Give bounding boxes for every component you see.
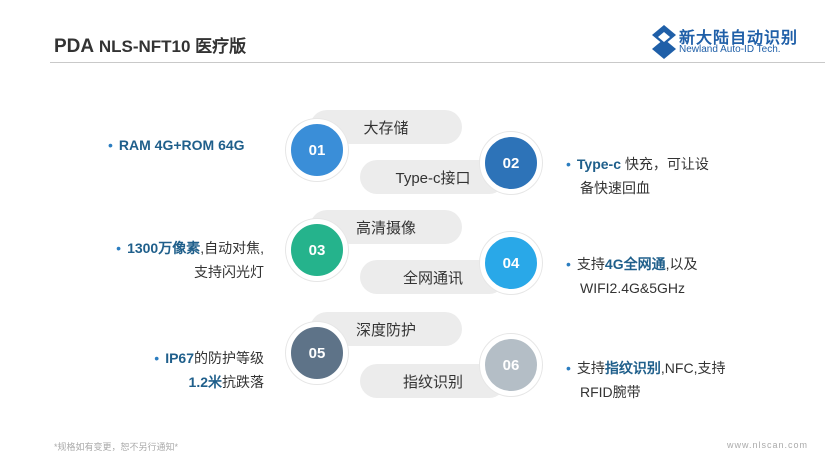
number-circle-02: 02 (480, 132, 542, 194)
number-circle-03: 03 (286, 219, 348, 281)
bullet-icon: • (108, 137, 113, 153)
pill-label: 全网通讯 (402, 269, 463, 287)
pill-label: 指纹识别 (402, 373, 463, 391)
feature-fingerprint: • 支持指纹识别,NFC,支持 RFID腕带 (566, 356, 725, 404)
newland-logo: 新大陆自动识别 Newland Auto-ID Tech. (652, 22, 812, 62)
pill-item-01: 大存储 (310, 110, 462, 144)
circle-number: 06 (502, 356, 520, 374)
feature-text-line2: 支持闪光灯 (194, 264, 264, 280)
feature-text-line2: 备快速回血 (580, 180, 650, 196)
newland-logo-icon (652, 25, 676, 59)
logo-cn-text: 新大陆自动识别 (679, 30, 799, 47)
feature-bold: Type-c (576, 156, 621, 172)
bullet-icon: • (154, 350, 160, 366)
feature-text: 抗跌落 (222, 374, 264, 390)
feature-network: • 支持4G全网通,以及 WIFI2.4G&5GHz (566, 252, 697, 300)
feature-text: ,自动对焦, (200, 240, 264, 256)
feature-bold: IP67 (165, 350, 194, 366)
circle-number: 03 (308, 241, 326, 259)
circle-number: 01 (308, 141, 326, 159)
header-divider (50, 62, 825, 63)
feature-text: ,NFC,支持 (660, 360, 726, 376)
feature-bold: RAM 4G+ROM 64G (118, 137, 245, 153)
feature-bold: 指纹识别 (604, 360, 661, 376)
number-circle-05: 05 (286, 322, 348, 384)
title-rest: NLS-NFT10 医疗版 (94, 37, 247, 56)
circle-number: 04 (502, 254, 520, 272)
feature-text: ,以及 (665, 256, 698, 272)
feature-bold: 1.2米 (188, 374, 222, 390)
feature-bold: 1300万像素 (127, 240, 201, 256)
pill-label: Type-c接口 (395, 169, 471, 187)
logo-en-text: Newland Auto-ID Tech. (679, 44, 781, 55)
pill-label: 深度防护 (355, 321, 416, 339)
feature-text: 快充，可让设 (621, 156, 709, 172)
pill-label: 高清摄像 (355, 219, 416, 237)
circle-number: 05 (308, 344, 326, 362)
feature-bold: 4G全网通 (604, 256, 666, 272)
feature-text: 的防护等级 (194, 350, 264, 366)
feature-typec: • Type-c 快充，可让设 备快速回血 (566, 152, 709, 200)
feature-protection: • IP67的防护等级 1.2米抗跌落 (104, 346, 264, 394)
number-circle-06: 06 (480, 334, 542, 396)
page-title: PDA NLS-NFT10 医疗版 (54, 32, 246, 58)
circle-number: 02 (502, 154, 520, 172)
feature-text-line2: RFID腕带 (580, 384, 641, 400)
bullet-icon: • (566, 360, 571, 376)
number-circle-01: 01 (286, 119, 348, 181)
pill-label: 大存储 (363, 119, 409, 137)
feature-text-line2: WIFI2.4G&5GHz (580, 280, 686, 296)
number-circle-04: 04 (480, 232, 542, 294)
bullet-icon: • (566, 256, 571, 272)
footer-note: *规格如有变更，恕不另行通知* (54, 442, 179, 452)
title-main: PDA (54, 36, 95, 57)
feature-text: 支持 (576, 256, 605, 272)
feature-camera: • 1300万像素,自动对焦, 支持闪光灯 (94, 236, 264, 284)
bullet-icon: • (116, 240, 122, 256)
footer-url: www.nlscan.com (727, 440, 809, 450)
feature-storage: • RAM 4G+ROM 64G (108, 133, 245, 157)
bullet-icon: • (566, 156, 571, 172)
feature-text: 支持 (576, 360, 605, 376)
